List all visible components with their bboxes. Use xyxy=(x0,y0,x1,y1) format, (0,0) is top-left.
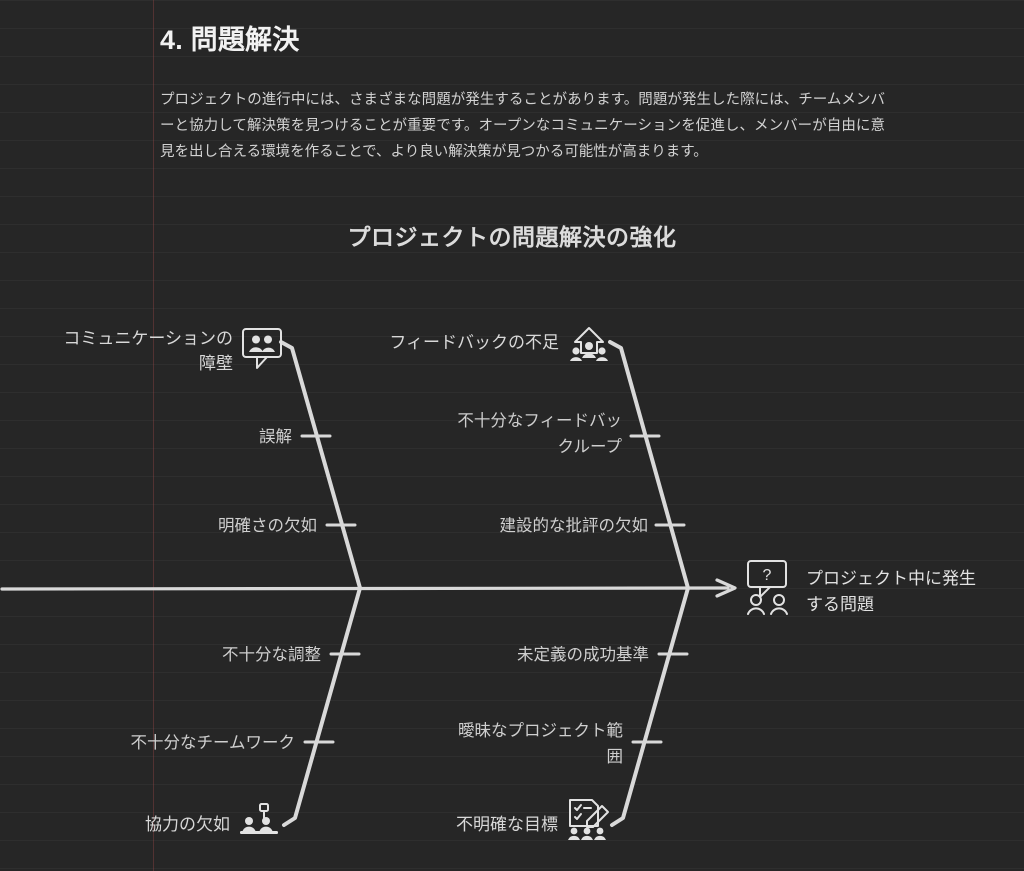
cause-label-lack-of-clarity: 明確さの欠如 xyxy=(218,516,317,535)
spine-group xyxy=(0,578,737,598)
branch-unclear-goals[interactable]: 不明確な目標 未定義の成功基準 曖昧なプロジェクト範 囲 xyxy=(456,586,690,840)
arrow-up-people-icon xyxy=(570,327,608,361)
effect-head-group[interactable]: ? プロジェクト中に発生 する問題 xyxy=(747,560,976,615)
category-label-communication-line2: 障壁 xyxy=(199,354,233,373)
cause-label-undefined-success-criteria: 未定義の成功基準 xyxy=(517,645,649,664)
category-label-cooperation: 協力の欠如 xyxy=(145,815,230,834)
category-label-unclear-goals: 不明確な目標 xyxy=(456,815,558,834)
spine-arrowhead xyxy=(715,578,737,598)
body-paragraph: プロジェクトの進行中には、さまざまな問題が発生することがあります。問題が発生した… xyxy=(160,92,885,160)
people-presentation-icon xyxy=(240,803,278,834)
category-label-communication-line1: コミュニケーションの xyxy=(63,329,233,348)
spine-line xyxy=(0,586,730,591)
fishbone-svg-canvas: コミュニケーションの 障壁 誤解 明確さの欠如 フィードバックの不足 不十 xyxy=(0,327,976,840)
fishbone-diagram: プロジェクトの問題解決の強化 コミュニケーションの 障壁 xyxy=(0,196,1024,871)
cause-label-poor-teamwork: 不十分なチームワーク xyxy=(130,733,295,752)
branch-line-bottom-right xyxy=(610,586,690,827)
cause-label-poor-coordination: 不十分な調整 xyxy=(222,645,321,664)
cause-label-ambiguous-scope-line2: 囲 xyxy=(607,748,624,766)
effect-label-line2: する問題 xyxy=(806,595,874,614)
category-label-feedback-line1: フィードバックの不足 xyxy=(389,333,559,352)
branch-line-bottom-left xyxy=(282,586,362,827)
svg-text:?: ? xyxy=(763,567,772,584)
page-title: 4. 問題解決 xyxy=(160,25,300,55)
people-speech-bubble-icon xyxy=(242,328,282,369)
cause-label-misunderstanding: 誤解 xyxy=(259,427,292,446)
cause-label-ambiguous-scope-line1: 曖昧なプロジェクト範 xyxy=(458,721,623,740)
question-speech-people-icon: ? xyxy=(747,560,788,615)
cause-label-insufficient-feedback-loop-line1: 不十分なフィードバッ xyxy=(457,411,622,430)
cause-label-lack-constructive-criticism: 建設的な批評の欠如 xyxy=(500,516,649,535)
checklist-pencil-people-icon xyxy=(568,799,609,840)
branch-communication-barriers[interactable]: コミュニケーションの 障壁 誤解 明確さの欠如 xyxy=(63,328,362,590)
branch-lack-of-cooperation[interactable]: 協力の欠如 不十分な調整 不十分なチームワーク xyxy=(130,586,362,834)
branch-lack-of-feedback[interactable]: フィードバックの不足 不十分なフィードバッ クループ 建設的な批評の欠如 xyxy=(389,327,690,590)
effect-label-line1: プロジェクト中に発生 xyxy=(806,569,976,588)
cause-label-insufficient-feedback-loop-line2: クループ xyxy=(557,437,622,456)
branch-line-top-left xyxy=(279,340,362,590)
branch-line-top-right xyxy=(608,340,690,590)
diagram-title: プロジェクトの問題解決の強化 xyxy=(347,224,677,250)
document-text-block: 4. 問題解決 プロジェクトの進行中には、さまざまな問題が発生することがあります… xyxy=(160,0,890,165)
